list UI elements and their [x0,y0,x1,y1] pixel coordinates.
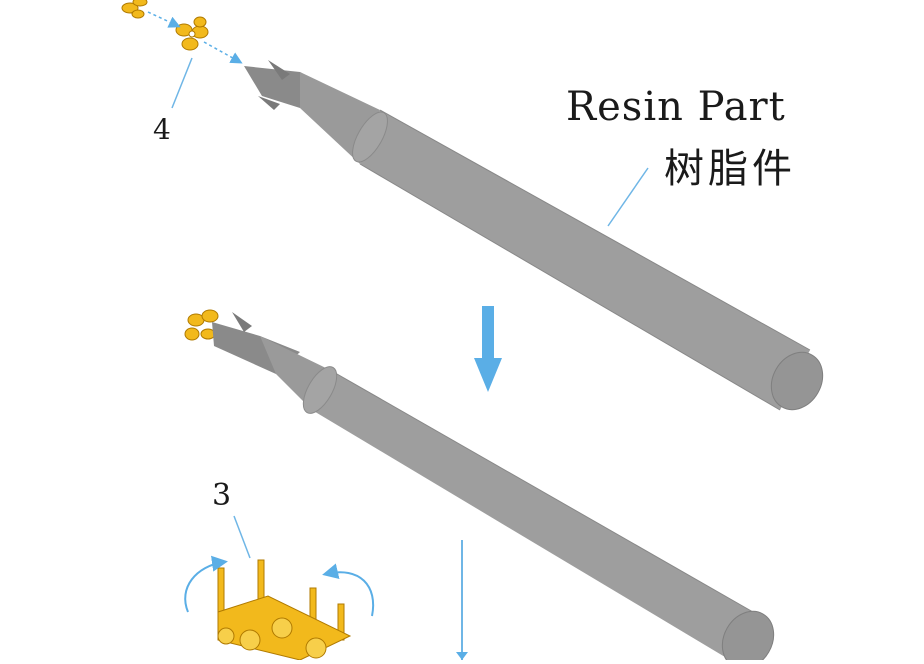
etched-part-3 [217,559,352,661]
down-arrow-icon [474,306,502,392]
propeller-attached [184,309,219,341]
propeller-arrow-1 [147,11,181,28]
leader-arrowhead-bottom [456,652,468,660]
curved-arrow-icon [322,563,375,617]
leader-line-4 [171,57,193,109]
propeller-arrow-2 [203,41,243,64]
propeller-part-4 [175,16,209,51]
resin-part-label-chinese: 树脂件 [664,146,796,192]
resin-part-label: Resin Part [566,84,786,130]
leader-line-3 [233,515,251,559]
part-number-4: 4 [153,113,171,146]
leader-line-resin [607,167,649,227]
curved-arrow-icon [184,555,228,613]
part-number-3: 3 [212,478,232,513]
torpedo-bottom-assembled [184,309,775,664]
propeller-top-small [121,0,148,19]
torpedo-top-resin-part [244,60,824,411]
